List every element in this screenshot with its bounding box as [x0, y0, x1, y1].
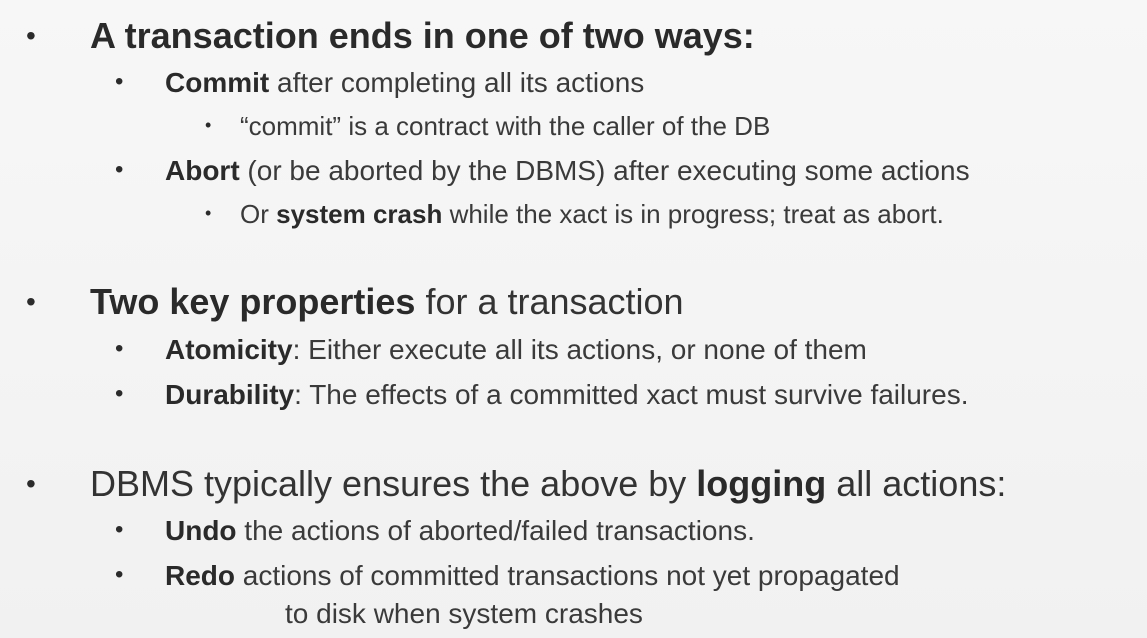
item-bold: Abort	[165, 155, 240, 186]
list-item: Commit after completing all its actions	[165, 67, 644, 99]
bullet: •	[26, 468, 36, 499]
list-item-continuation: to disk when system crashes	[285, 598, 643, 629]
heading-bold: Two key properties	[90, 281, 416, 322]
list-item: Atomicity: Either execute all its action…	[165, 334, 867, 366]
item-bold: system crash	[276, 199, 443, 229]
item-bold: Redo	[165, 560, 235, 591]
item-rest: while the xact is in progress; treat as …	[442, 199, 944, 229]
item-rest: after completing all its actions	[269, 67, 645, 98]
item-bold: Commit	[165, 67, 270, 98]
list-item: “commit” is a contract with the caller o…	[240, 111, 770, 142]
bullet: •	[205, 203, 212, 223]
item-bold: Undo	[165, 515, 237, 546]
section-1-heading: A transaction ends in one of two ways:	[90, 15, 755, 57]
bullet: •	[115, 516, 124, 543]
bullet: •	[115, 335, 124, 362]
heading-pre: DBMS typically ensures the above by	[90, 463, 697, 504]
heading-rest: all actions:	[826, 463, 1007, 504]
list-item: Or system crash while the xact is in pro…	[240, 199, 944, 230]
section-3-heading: DBMS typically ensures the above by logg…	[90, 463, 1006, 505]
list-item: Abort (or be aborted by the DBMS) after …	[165, 155, 970, 187]
item-bold: Durability	[165, 379, 295, 410]
heading-bold: logging	[696, 463, 827, 504]
item-rest: : Either execute all its actions, or non…	[292, 334, 867, 365]
heading-rest: for a transaction	[415, 281, 684, 322]
bullet: •	[205, 115, 212, 135]
item-rest: “commit” is a contract with the caller o…	[240, 111, 771, 141]
bullet: •	[115, 561, 124, 588]
bullet: •	[115, 156, 124, 183]
list-item: Durability: The effects of a committed x…	[165, 379, 968, 411]
bullet: •	[115, 68, 124, 95]
item-bold: Atomicity	[165, 334, 293, 365]
bullet: •	[115, 380, 124, 407]
bullet: •	[26, 286, 36, 317]
item-rest: actions of committed transactions not ye…	[235, 560, 900, 591]
heading-bold: A transaction ends in one of two ways:	[90, 15, 755, 56]
list-item: Redo actions of committed transactions n…	[165, 560, 900, 592]
section-2-heading: Two key properties for a transaction	[90, 281, 684, 323]
item-rest: (or be aborted by the DBMS) after execut…	[239, 155, 970, 186]
list-item: Undo the actions of aborted/failed trans…	[165, 515, 755, 547]
item-rest: : The effects of a committed xact must s…	[294, 379, 969, 410]
bullet: •	[26, 20, 36, 51]
item-rest: the actions of aborted/failed transactio…	[236, 515, 755, 546]
item-pre: Or	[240, 199, 277, 229]
